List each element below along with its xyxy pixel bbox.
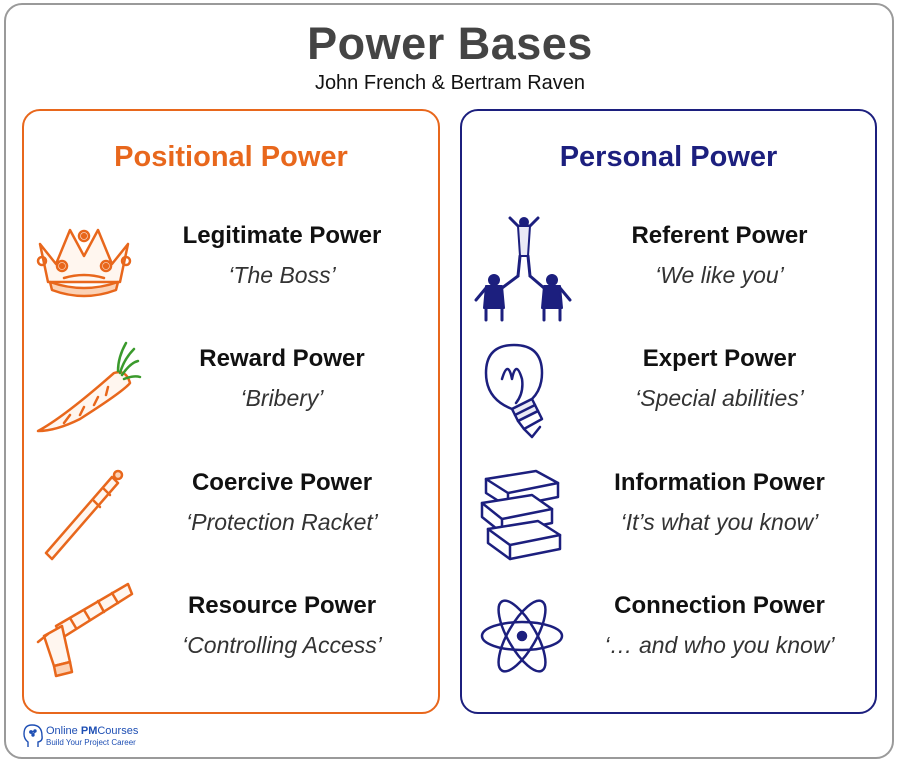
connection-power-item: Connection Power ‘… and who you know’ — [462, 586, 875, 696]
atom-icon — [472, 586, 572, 686]
personal-power-heading: Personal Power — [559, 141, 778, 173]
coercive-power-item: Coercive Power ‘Protection Racket’ — [24, 463, 438, 573]
information-power-item: Information Power ‘It’s what you know’ — [462, 463, 875, 573]
cheerleaders-icon — [472, 216, 572, 322]
expert-power-item: Expert Power ‘Special abilities’ — [462, 339, 875, 449]
page-title: Power Bases — [307, 18, 593, 69]
barrier-icon — [34, 582, 134, 686]
books-icon — [472, 463, 572, 563]
connection-power-name: Connection Power — [614, 592, 825, 619]
expert-power-text: Expert Power ‘Special abilities’ — [572, 345, 867, 412]
stick-icon — [34, 463, 134, 563]
information-power-quote: ‘It’s what you know’ — [620, 509, 819, 535]
personal-power-panel: Personal Power Referent Power ‘We like y… — [460, 109, 877, 714]
information-power-name: Information Power — [614, 469, 825, 496]
resource-power-item: Resource Power ‘Controlling Access’ — [24, 582, 438, 696]
coercive-power-name: Coercive Power — [191, 469, 373, 496]
reward-power-item: Reward Power ‘Bribery’ — [24, 339, 438, 449]
resource-power-name: Resource Power — [187, 592, 377, 619]
positional-power-heading: Positional Power — [114, 141, 348, 173]
legitimate-power-quote: ‘The Boss’ — [228, 262, 336, 288]
legitimate-power-text: Legitimate Power ‘The Boss’ — [134, 222, 430, 289]
reward-power-text: Reward Power ‘Bribery’ — [134, 345, 430, 412]
legitimate-power-name: Legitimate Power — [182, 222, 382, 249]
logo-brand: Online PMCourses — [46, 725, 138, 737]
page-subtitle: John French & Bertram Raven — [314, 72, 586, 94]
referent-power-item: Referent Power ‘We like you’ — [462, 216, 875, 326]
logo-brand-tail: Courses — [97, 725, 139, 737]
referent-power-name: Referent Power — [631, 222, 808, 249]
reward-power-quote: ‘Bribery’ — [240, 385, 324, 411]
positional-power-panel: Positional Power Legitimate Power ‘The B… — [22, 109, 440, 714]
legitimate-power-item: Legitimate Power ‘The Boss’ — [24, 216, 438, 326]
reward-power-name: Reward Power — [199, 345, 365, 372]
expert-power-quote: ‘Special abilities’ — [635, 385, 804, 411]
referent-power-quote: ‘We like you’ — [655, 262, 784, 288]
information-power-text: Information Power ‘It’s what you know’ — [572, 469, 867, 536]
coercive-power-text: Coercive Power ‘Protection Racket’ — [134, 469, 430, 536]
head-profile-icon — [22, 723, 44, 749]
coercive-power-quote: ‘Protection Racket’ — [186, 509, 378, 535]
connection-power-quote: ‘… and who you know’ — [604, 632, 835, 658]
crown-icon — [34, 216, 134, 316]
referent-power-text: Referent Power ‘We like you’ — [572, 222, 867, 289]
connection-power-text: Connection Power ‘… and who you know’ — [572, 592, 867, 659]
carrot-icon — [34, 339, 142, 439]
expert-power-name: Expert Power — [642, 345, 797, 372]
lightbulb-icon — [472, 339, 572, 439]
diagram-frame — [4, 3, 894, 759]
online-pm-courses-logo: Online PMCourses Build Your Project Care… — [22, 722, 222, 752]
resource-power-text: Resource Power ‘Controlling Access’ — [134, 592, 430, 659]
logo-tagline: Build Your Project Career — [46, 738, 136, 747]
resource-power-quote: ‘Controlling Access’ — [182, 632, 382, 658]
logo-brand-plain: Online — [46, 725, 81, 737]
logo-brand-bold: PM — [80, 725, 98, 737]
